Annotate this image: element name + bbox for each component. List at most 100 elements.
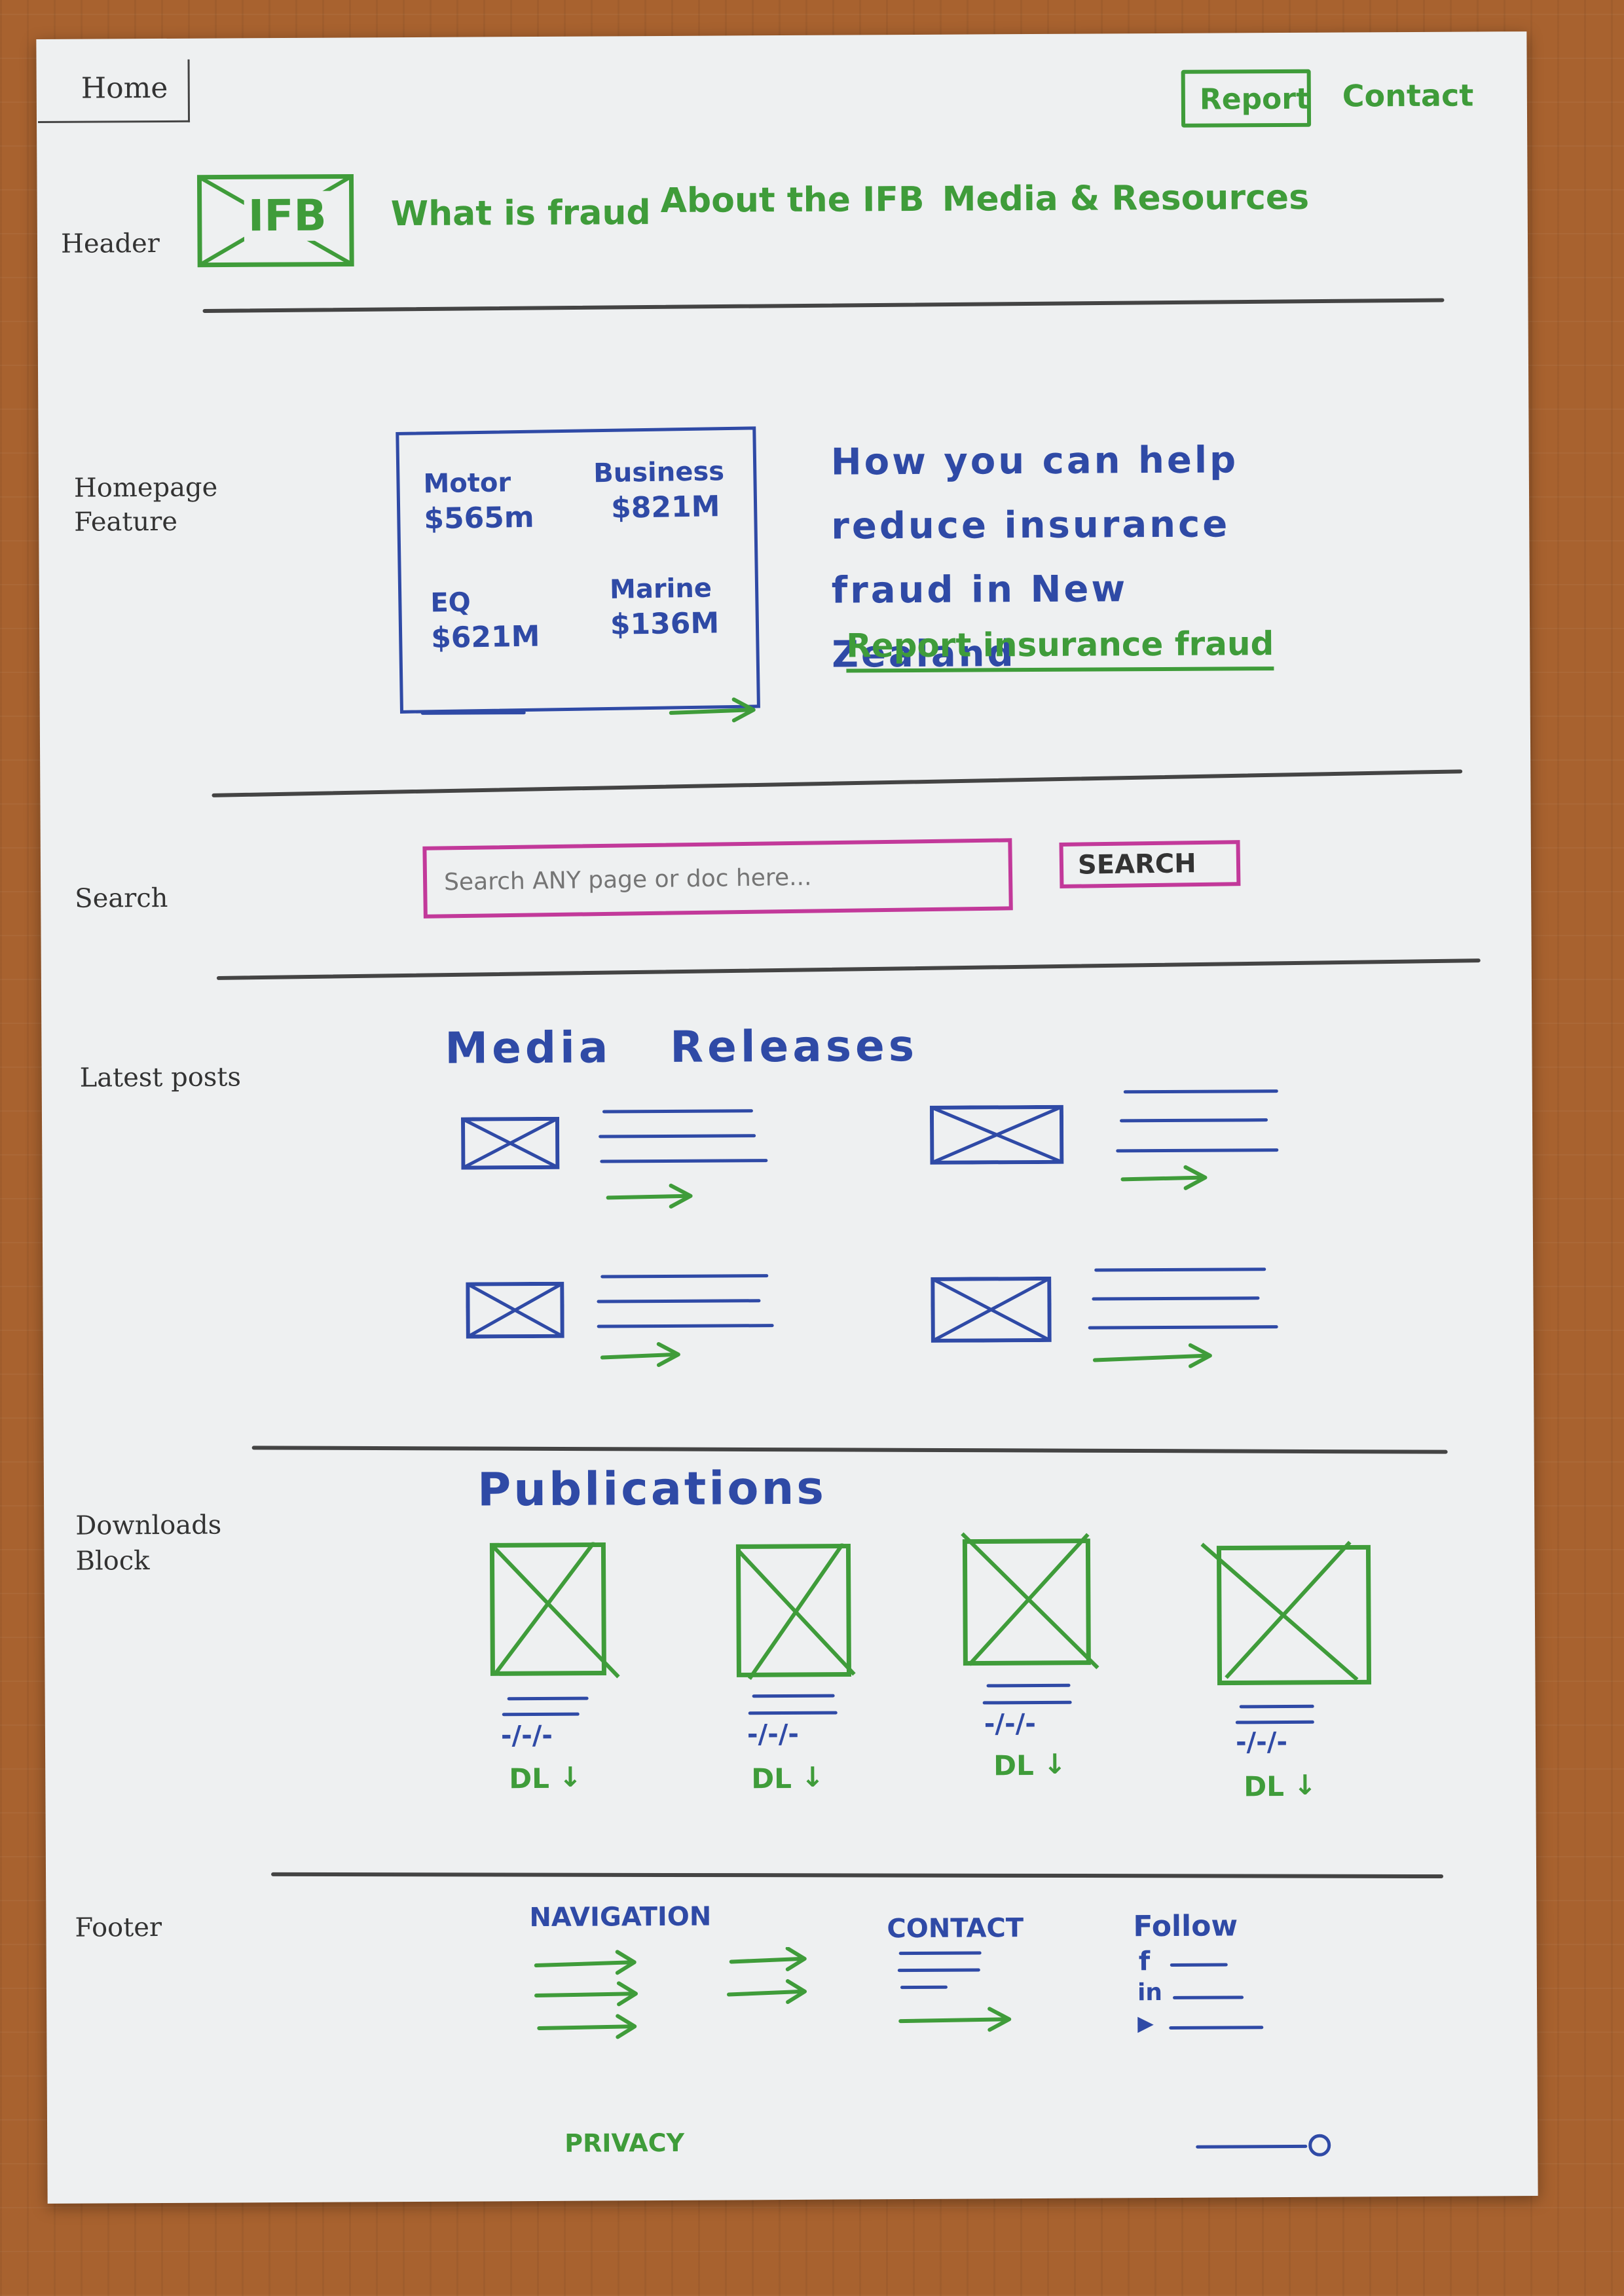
publication-download-label[interactable]: DL bbox=[993, 1749, 1034, 1782]
publication-download-label[interactable]: DL bbox=[509, 1762, 550, 1795]
publication-item[interactable]: -/-/- DL ↓ bbox=[489, 1542, 641, 1817]
publications-title: Publications bbox=[477, 1461, 827, 1517]
section-label-downloads-block: Downloads Block bbox=[75, 1510, 222, 1576]
footer-contact-arrow-icon[interactable] bbox=[898, 2003, 1016, 2035]
read-more-arrow-icon[interactable] bbox=[606, 1182, 697, 1212]
download-arrow-icon[interactable]: ↓ bbox=[1293, 1768, 1317, 1801]
text-line-placeholder bbox=[900, 1985, 948, 1990]
nav-item-what-is-fraud[interactable]: What is fraud bbox=[390, 193, 651, 234]
footer-navigation-heading: NAVIGATION bbox=[529, 1901, 712, 1933]
divider-search bbox=[216, 958, 1481, 980]
media-release-item[interactable] bbox=[931, 1256, 1298, 1376]
feature-caption-line bbox=[420, 711, 526, 715]
read-more-arrow-icon[interactable] bbox=[1092, 1341, 1217, 1372]
footer-follow-heading: Follow bbox=[1133, 1909, 1238, 1944]
contact-link[interactable]: Contact bbox=[1342, 77, 1474, 114]
publication-download-label[interactable]: DL bbox=[751, 1762, 792, 1795]
text-line-placeholder bbox=[1173, 1995, 1244, 1999]
text-line-placeholder bbox=[1239, 1704, 1314, 1709]
image-placeholder-icon bbox=[466, 1281, 564, 1339]
publication-date: -/-/- bbox=[747, 1719, 800, 1750]
ifb-logo-text: IFB bbox=[244, 191, 331, 242]
text-line-placeholder bbox=[1120, 1118, 1268, 1123]
media-release-item[interactable] bbox=[460, 1109, 802, 1216]
text-line-placeholder bbox=[597, 1299, 761, 1303]
text-line-placeholder bbox=[982, 1700, 1072, 1705]
text-line-placeholder bbox=[600, 1159, 768, 1163]
text-line-placeholder bbox=[1235, 1720, 1314, 1724]
publication-date: -/-/- bbox=[500, 1720, 553, 1751]
divider-latest-posts bbox=[251, 1446, 1448, 1454]
footer-nav-links[interactable] bbox=[534, 1946, 809, 2079]
publication-item[interactable]: -/-/- DL ↓ bbox=[1199, 1539, 1377, 1815]
publication-item[interactable]: -/-/- DL ↓ bbox=[735, 1543, 887, 1819]
document-thumbnail-icon bbox=[961, 1532, 1099, 1669]
feature-stats-panel[interactable]: Motor $565m Business $821M EQ $621M Mari… bbox=[396, 426, 760, 714]
home-tab[interactable]: Home bbox=[37, 59, 191, 123]
section-label-latest-posts: Latest posts bbox=[79, 1062, 242, 1093]
text-line-placeholder bbox=[602, 1109, 753, 1114]
stat-marine: Marine $136M bbox=[610, 570, 720, 643]
text-line-placeholder bbox=[1123, 1089, 1278, 1094]
nav-item-about-the-ifb[interactable]: About the IFB bbox=[660, 179, 925, 221]
search-button[interactable]: SEARCH bbox=[1059, 840, 1241, 889]
document-thumbnail-icon bbox=[1200, 1540, 1372, 1686]
stat-motor: Motor $565m bbox=[423, 465, 534, 538]
text-line-placeholder bbox=[1169, 2026, 1264, 2030]
stat-motor-value: $565m bbox=[423, 500, 535, 536]
text-line-placeholder bbox=[507, 1696, 589, 1701]
divider-feature bbox=[212, 769, 1463, 797]
image-placeholder-icon bbox=[931, 1276, 1052, 1343]
social-link-linkedin[interactable]: in bbox=[1134, 1979, 1291, 2009]
text-line-placeholder bbox=[748, 1711, 838, 1715]
search-input[interactable] bbox=[422, 838, 1013, 919]
stat-eq-label: EQ bbox=[430, 587, 471, 619]
media-release-item[interactable] bbox=[466, 1274, 807, 1381]
divider-header bbox=[202, 298, 1445, 313]
download-arrow-icon[interactable]: ↓ bbox=[559, 1760, 582, 1793]
report-insurance-fraud-link[interactable]: Report insurance fraud bbox=[846, 625, 1274, 673]
linkedin-icon: in bbox=[1137, 1979, 1163, 2007]
text-line-placeholder bbox=[1170, 1963, 1228, 1967]
social-link-youtube[interactable]: ▶ bbox=[1134, 2011, 1304, 2039]
read-more-arrow-icon[interactable] bbox=[600, 1340, 685, 1371]
footer-credit-line bbox=[1196, 2144, 1308, 2149]
read-more-arrow-icon[interactable] bbox=[1120, 1163, 1211, 1194]
ifb-logo[interactable]: IFB bbox=[196, 173, 354, 268]
image-placeholder-icon bbox=[460, 1116, 560, 1170]
feature-next-arrow-icon[interactable] bbox=[669, 694, 760, 727]
stat-business: Business $821M bbox=[593, 454, 725, 526]
text-line-placeholder bbox=[898, 1951, 982, 1956]
home-tab-label: Home bbox=[81, 71, 168, 105]
publication-date: -/-/- bbox=[984, 1709, 1037, 1740]
footer-contact-heading: CONTACT bbox=[887, 1913, 1024, 1944]
download-arrow-icon[interactable]: ↓ bbox=[1043, 1747, 1067, 1780]
youtube-icon: ▶ bbox=[1137, 2011, 1154, 2036]
text-line-placeholder bbox=[752, 1694, 835, 1698]
image-placeholder-icon bbox=[929, 1104, 1064, 1165]
stat-marine-value: $136M bbox=[610, 606, 720, 642]
stat-business-value: $821M bbox=[610, 490, 720, 525]
text-line-placeholder bbox=[1116, 1148, 1279, 1153]
text-line-placeholder bbox=[1094, 1267, 1266, 1272]
document-thumbnail-icon bbox=[735, 1543, 856, 1681]
text-line-placeholder bbox=[502, 1712, 580, 1717]
social-link-facebook[interactable]: f bbox=[1134, 1946, 1291, 1977]
stat-eq: EQ $621M bbox=[430, 584, 540, 657]
download-arrow-icon[interactable]: ↓ bbox=[801, 1760, 824, 1793]
facebook-icon: f bbox=[1138, 1946, 1151, 1977]
back-to-top-icon[interactable] bbox=[1308, 2134, 1331, 2157]
nav-item-media-resources[interactable]: Media & Resources bbox=[942, 177, 1310, 219]
publication-download-label[interactable]: DL bbox=[1244, 1770, 1285, 1803]
text-line-placeholder bbox=[986, 1683, 1071, 1688]
media-release-item[interactable] bbox=[929, 1089, 1297, 1196]
publication-date: -/-/- bbox=[1235, 1727, 1288, 1758]
publication-item[interactable]: -/-/- DL ↓ bbox=[959, 1530, 1111, 1806]
report-button-label: Report bbox=[1199, 82, 1310, 117]
section-label-footer: Footer bbox=[75, 1912, 162, 1943]
report-button[interactable]: Report bbox=[1181, 69, 1312, 128]
divider-publications bbox=[271, 1872, 1444, 1879]
text-line-placeholder bbox=[600, 1274, 769, 1279]
media-releases-title: Media Releases bbox=[445, 1020, 919, 1074]
privacy-link[interactable]: PRIVACY bbox=[564, 2128, 685, 2158]
